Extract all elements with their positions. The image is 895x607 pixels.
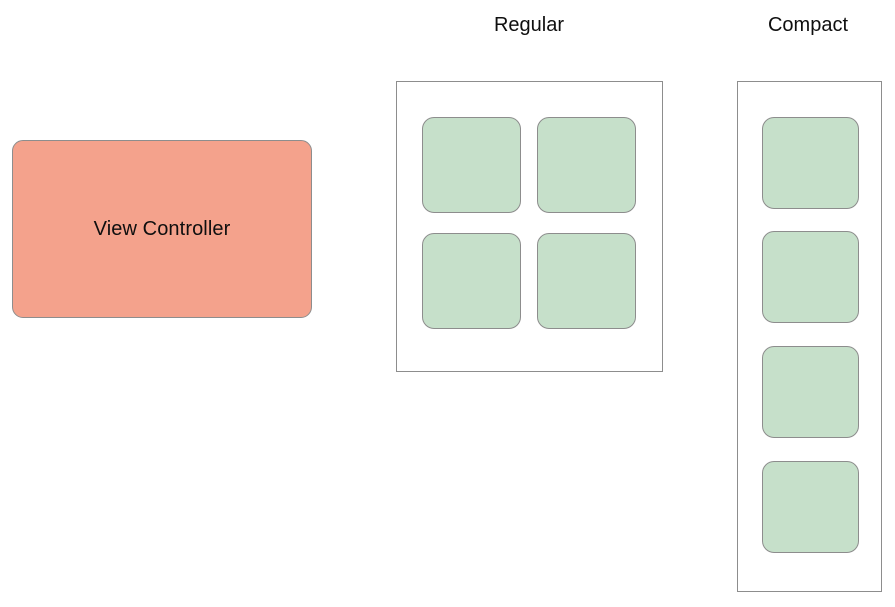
compact-tile-3[interactable] [762,346,859,438]
regular-container-frame[interactable] [396,81,663,372]
compact-tile-stack [762,117,859,553]
regular-tile-2[interactable] [537,117,636,213]
compact-tile-1[interactable] [762,117,859,209]
section-title-compact: Compact [767,14,849,36]
view-controller-node[interactable]: View Controller [12,140,312,318]
regular-tile-3[interactable] [422,233,521,329]
regular-tile-grid [422,117,636,329]
compact-tile-2[interactable] [762,231,859,323]
regular-tile-4[interactable] [537,233,636,329]
section-title-regular: Regular [493,14,565,36]
compact-tile-4[interactable] [762,461,859,553]
compact-container-frame[interactable] [737,81,882,592]
view-controller-label: View Controller [93,218,231,240]
regular-tile-1[interactable] [422,117,521,213]
